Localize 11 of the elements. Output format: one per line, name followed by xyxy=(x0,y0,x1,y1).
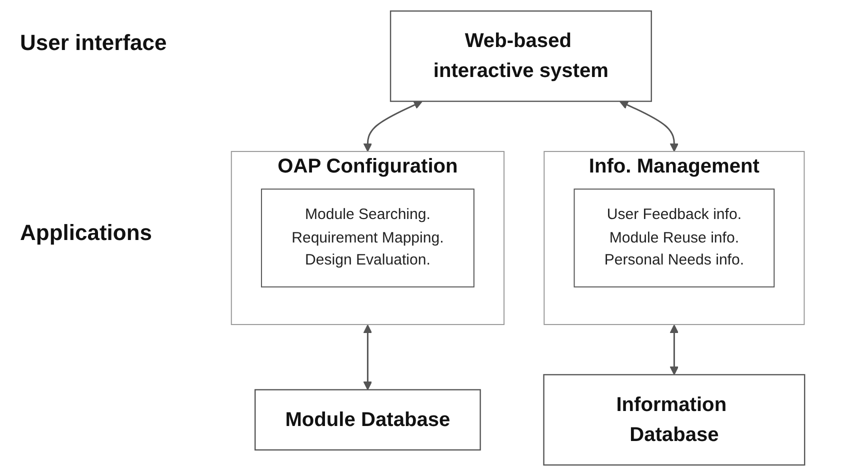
node-box: User Feedback info. Module Reuse info. Personal Needs info. xyxy=(574,188,775,287)
node-box: Module Searching. Requirement Mapping. Design Evaluation. xyxy=(260,188,474,287)
arrow xyxy=(363,324,372,390)
arrow xyxy=(619,100,679,152)
layer-label: Applications xyxy=(20,220,152,246)
arrow xyxy=(363,100,422,152)
node-box: Web-based interactive system xyxy=(390,10,652,102)
layer-label: User interface xyxy=(20,30,167,56)
arrow xyxy=(670,324,679,375)
node-box: Information Database xyxy=(543,374,806,466)
node-box: Module Database xyxy=(254,388,481,450)
